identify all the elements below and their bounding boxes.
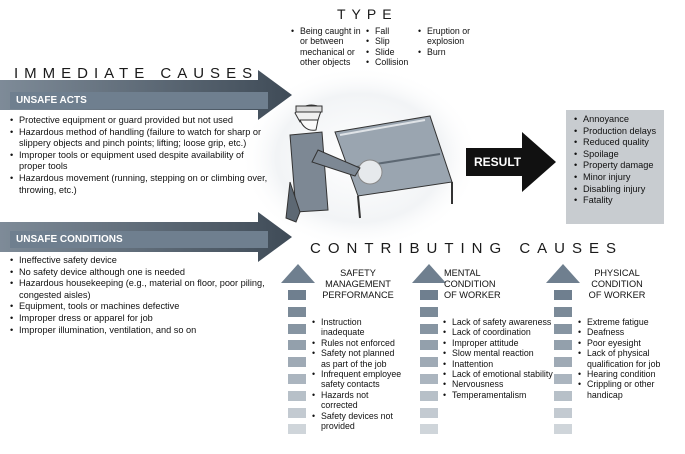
safety-triangle [281,264,315,283]
unsafe-act-item: Improper tools or equipment used despite… [10,150,272,173]
mental-header: MENTAL CONDITION OF WORKER [444,268,512,301]
unsafe-condition-item: Improper illumination, ventilation, and … [10,325,272,337]
mental-header-line: OF WORKER [444,290,501,300]
result-list: Annoyance Production delays Reduced qual… [574,114,666,207]
safety-header: SAFETY MANAGEMENT PERFORMANCE [318,268,398,301]
worker-illustration [285,104,453,223]
physical-header: PHYSICAL CONDITION OF WORKER [582,268,652,301]
safety-item: Hazards not corrected [312,390,402,411]
type-item: Slide [366,47,418,58]
physical-item: Poor eyesight [578,338,668,349]
result-label: RESULT [474,155,522,169]
result-item: Annoyance [574,114,666,126]
mental-item: Lack of safety awareness [443,317,555,328]
type-item: Burn [418,47,476,58]
mental-header-line: MENTAL [444,268,481,278]
unsafe-act-item: Hazardous method of handling (failure to… [10,127,272,150]
unsafe-conditions-header: UNSAFE CONDITIONS [10,231,268,248]
result-item: Minor injury [574,172,666,184]
unsafe-conditions-list: Ineffective safety device No safety devi… [10,255,272,336]
unsafe-condition-item: Improper dress or apparel for job [10,313,272,325]
unsafe-condition-item: Ineffective safety device [10,255,272,267]
mental-item: Lack of emotional stability [443,369,555,380]
result-item: Production delays [574,126,666,138]
safety-steps [288,290,306,441]
physical-item: Extreme fatigue [578,317,668,328]
unsafe-acts-list: Protective equipment or guard provided b… [10,115,272,196]
safety-item: Safety devices not provided [312,411,402,432]
result-item: Fatality [574,195,666,207]
type-list-2: Fall Slip Slide Collision [366,26,418,68]
mental-item: Improper attitude [443,338,555,349]
physical-header-line: CONDITION [591,279,643,289]
result-item: Disabling injury [574,184,666,196]
contributing-causes-title: CONTRIBUTING CAUSES [310,240,624,257]
result-item: Spoilage [574,149,666,161]
type-list-3: Eruption or explosion Burn [418,26,476,58]
type-item: Fall [366,26,418,37]
unsafe-condition-item: Hazardous housekeeping (e.g., material o… [10,278,272,301]
unsafe-acts-header: UNSAFE ACTS [10,92,268,109]
safety-item: Infrequent employee safety contacts [312,369,402,390]
unsafe-act-item: Hazardous movement (running, stepping on… [10,173,272,196]
type-list-1: Being caught in or between mechanical or… [291,26,361,68]
type-item: Being caught in or between mechanical or… [291,26,361,68]
physical-header-line: PHYSICAL [594,268,640,278]
physical-list: Extreme fatigue Deafness Poor eyesight L… [578,317,668,400]
physical-item: Deafness [578,327,668,338]
mental-triangle [412,264,446,283]
safety-item: Safety not planned as part of the job [312,348,402,369]
safety-header-line: PERFORMANCE [322,290,394,300]
physical-item: Lack of physical qualification for job [578,348,668,369]
mental-item: Nervousness [443,379,555,390]
unsafe-condition-item: Equipment, tools or machines defective [10,301,272,313]
safety-header-line: SAFETY [340,268,376,278]
result-arrow [466,132,556,192]
type-item: Eruption or explosion [418,26,476,47]
mental-item: Inattention [443,359,555,370]
type-title: TYPE [337,6,398,22]
safety-item: Instruction inadequate [312,317,402,338]
mental-item: Temperamentalism [443,390,555,401]
mental-item: Lack of coordination [443,327,555,338]
safety-header-line: MANAGEMENT [325,279,391,289]
physical-triangle [546,264,580,283]
safety-list: Instruction inadequate Rules not enforce… [312,317,402,431]
physical-item: Hearing condition [578,369,668,380]
type-item: Collision [366,57,418,68]
mental-header-line: CONDITION [444,279,496,289]
unsafe-act-item: Protective equipment or guard provided b… [10,115,272,127]
mental-steps [420,290,438,441]
unsafe-condition-item: No safety device although one is needed [10,267,272,279]
safety-item: Rules not enforced [312,338,402,349]
mental-list: Lack of safety awareness Lack of coordin… [443,317,555,401]
physical-steps [554,290,572,441]
mental-item: Slow mental reaction [443,348,555,359]
physical-header-line: OF WORKER [588,290,646,300]
result-item: Property damage [574,160,666,172]
type-item: Slip [366,36,418,47]
physical-item: Crippling or other handicap [578,379,668,400]
result-item: Reduced quality [574,137,666,149]
immediate-causes-title: IMMEDIATE CAUSES [14,65,259,82]
